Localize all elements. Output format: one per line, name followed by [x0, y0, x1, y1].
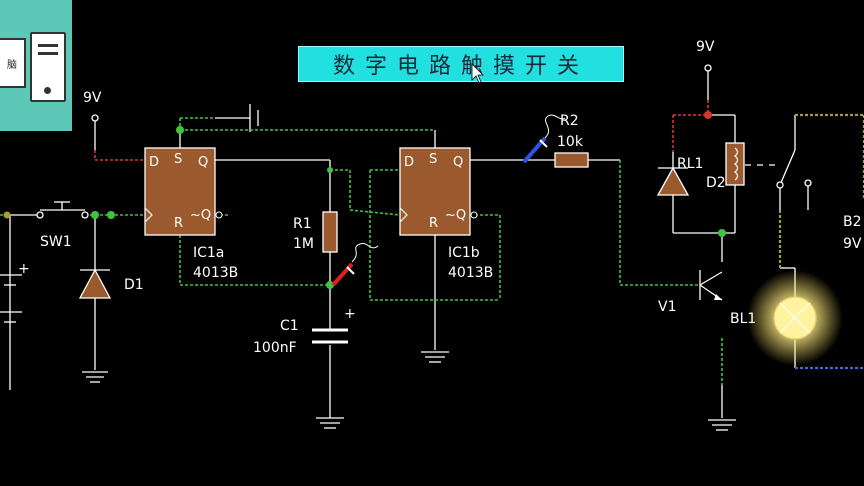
ic1b-part: 4013B — [448, 265, 493, 281]
b2-label: B2 — [843, 214, 862, 230]
b2-value: 9V — [843, 236, 862, 252]
battery-left-polarity: + — [18, 261, 30, 277]
ic1b-pin-d: D — [404, 155, 414, 170]
ic1a-inverter-bubble — [215, 211, 223, 219]
ic1a-pin-s: S — [174, 152, 182, 167]
junction-dot-red — [704, 111, 712, 119]
r2-label: R2 — [560, 113, 579, 129]
ic1a-part: 4013B — [193, 265, 238, 281]
white-wires — [0, 70, 809, 431]
ic1a-clock-icon — [144, 207, 153, 223]
ic1b-pin-r: R — [429, 216, 438, 231]
probe-icon-r1[interactable] — [331, 242, 379, 287]
d2-label: D2 — [706, 175, 726, 191]
ic1b-pin-q: Q — [453, 155, 463, 170]
supply-left-label: 9V — [83, 90, 102, 106]
ic1b-pin-nq: ~Q — [445, 208, 466, 223]
sw1-label: SW1 — [40, 234, 72, 250]
d1-label: D1 — [124, 277, 144, 293]
green-wires — [0, 117, 723, 385]
probe-icon-r2[interactable] — [522, 114, 566, 164]
junction-dot-yellow — [3, 211, 11, 219]
r1-body[interactable] — [322, 211, 338, 253]
monitor-text: 脑 — [7, 59, 17, 71]
diagram-title: 数字电路触摸开关 — [298, 46, 624, 82]
ic1a-label: IC1a — [193, 245, 224, 261]
ic1a-pin-r: R — [174, 216, 183, 231]
ic1a-body[interactable] — [144, 147, 216, 236]
c1-label: C1 — [280, 318, 299, 334]
ic1b-label: IC1b — [448, 245, 480, 261]
junction-dots — [91, 126, 726, 289]
yellow-wires — [778, 113, 864, 268]
v1-label: V1 — [658, 299, 676, 315]
ic1b-pin-s: S — [429, 152, 437, 167]
r2-value: 10k — [557, 134, 584, 150]
computer-thumbnail: 脑 — [0, 0, 72, 131]
ic1b-body[interactable] — [399, 147, 471, 236]
ic1a-pin-d: D — [149, 155, 159, 170]
ic1b-clock-icon — [399, 207, 408, 223]
monitor-icon: 脑 — [0, 38, 26, 88]
v1-emitter-arrow-icon — [714, 294, 722, 300]
rl1-diode-body[interactable] — [656, 166, 690, 196]
rl1-label: RL1 — [677, 156, 703, 172]
lamp-cross-2 — [779, 302, 811, 334]
c1-polarity: + — [344, 306, 356, 322]
computer-tower-icon — [30, 32, 66, 102]
r1-value: 1M — [293, 236, 314, 252]
supply-right-label: 9V — [696, 39, 715, 55]
c1-value: 100nF — [253, 340, 297, 356]
red-wires — [94, 100, 709, 161]
ic1b-inverter-bubble — [470, 211, 478, 219]
relay-coil-icon — [734, 147, 739, 181]
r2-body[interactable] — [554, 152, 589, 168]
terminals — [36, 64, 812, 219]
ic1a-pin-nq: ~Q — [190, 208, 211, 223]
ic1a-pin-q: Q — [198, 155, 208, 170]
d1-body[interactable] — [78, 268, 112, 299]
r1-label: R1 — [293, 216, 312, 232]
